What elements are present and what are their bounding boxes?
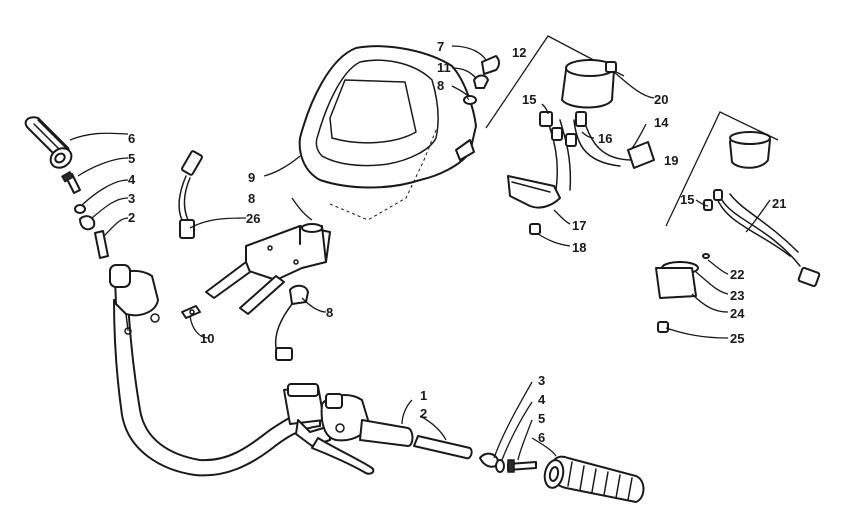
alignment-line — [367, 129, 437, 221]
callout-23: 23 — [730, 288, 744, 303]
alignment-line — [465, 95, 470, 101]
callout-15-lower: 15 — [680, 192, 694, 207]
leader-lines — [69, 45, 771, 461]
left-insert — [94, 230, 109, 259]
handlebar-right-tube — [359, 419, 414, 447]
right-end-screw — [507, 459, 537, 473]
callout-17: 20 — [654, 92, 668, 107]
callout-5-left: 5 — [128, 151, 135, 166]
left-grip — [24, 116, 73, 169]
callout-9: 11 — [437, 60, 451, 75]
callout-22: 22 — [730, 267, 744, 282]
callout-2-right: 2 — [420, 406, 427, 421]
callout-16: 16 — [598, 131, 612, 146]
bracket-bolt — [181, 305, 201, 319]
right-grip — [543, 455, 645, 503]
right-insert — [413, 435, 473, 460]
callout-1: 1 — [420, 388, 427, 403]
callout-15-upper: 15 — [522, 92, 536, 107]
callout-24: 24 — [730, 306, 745, 321]
callout-3-left: 3 — [128, 191, 135, 206]
callout-4-right: 4 — [538, 392, 546, 407]
gauge-group-13 — [485, 35, 655, 235]
callout-26: 26 — [246, 211, 260, 226]
speedometer-cable — [178, 150, 203, 239]
alignment-line — [329, 203, 369, 221]
left-end-cap — [79, 215, 96, 231]
callout-25: 25 — [730, 331, 744, 346]
callout-12: 10 — [200, 331, 214, 346]
handlebar — [113, 299, 321, 477]
callout-6-right: 6 — [538, 430, 545, 445]
callout-8-lamp: 8 — [326, 305, 333, 320]
callout-13: 12 — [512, 45, 526, 60]
right-switch-housing — [283, 383, 375, 475]
callout-21: 21 — [772, 196, 786, 211]
callout-18: 17 — [572, 218, 586, 233]
callouts: 6 5 4 3 2 26 8 9 10 8 8 7 11 8 8 12 15 2… — [128, 39, 786, 445]
indicator-lamp-harness — [274, 284, 309, 361]
left-washer — [74, 204, 86, 214]
mounting-bracket — [205, 223, 331, 315]
instrument-pod — [298, 45, 477, 189]
callout-20: 19 — [664, 153, 678, 168]
left-end-screw — [61, 170, 81, 194]
callout-10: 8 — [248, 191, 255, 206]
callout-3-right: 3 — [538, 373, 545, 388]
callout-14: 14 — [654, 115, 669, 130]
callout-2-left: 2 — [128, 210, 135, 225]
right-washer — [495, 459, 505, 473]
callout-4-left: 4 — [128, 172, 136, 187]
throttle-housing — [320, 393, 370, 442]
callout-8-pod: 8 — [437, 78, 444, 93]
left-switch-housing — [109, 264, 160, 335]
callout-11: 9 — [248, 170, 255, 185]
pod-cap — [463, 55, 500, 105]
callout-7: 7 — [437, 39, 444, 54]
callout-19: 18 — [572, 240, 586, 255]
callout-5-right: 5 — [538, 411, 545, 426]
callout-6-left: 6 — [128, 131, 135, 146]
